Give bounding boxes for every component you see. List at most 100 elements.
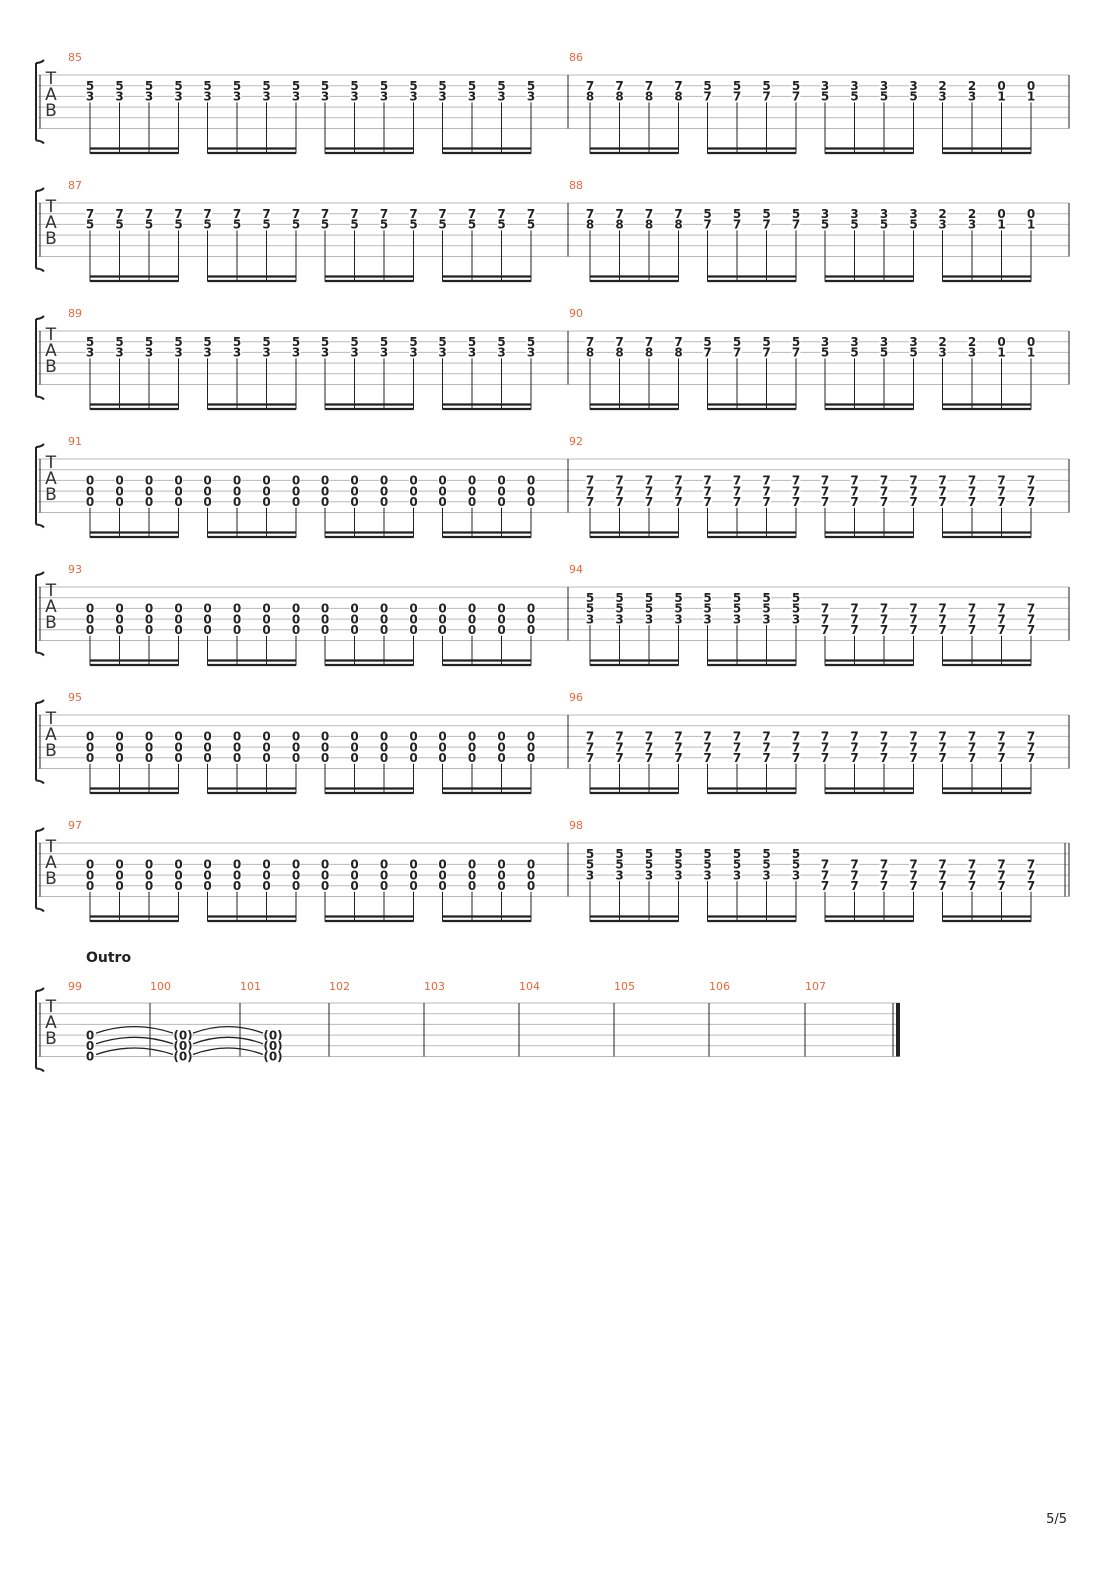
fret-knockout	[879, 335, 889, 347]
measure-number: 95	[68, 691, 82, 704]
fret-knockout	[938, 741, 947, 753]
fret-knockout	[791, 79, 801, 91]
fret-knockout	[938, 90, 947, 102]
fret-knockout	[762, 207, 771, 219]
fret-number: 5	[733, 79, 741, 93]
fret-knockout	[85, 752, 95, 763]
fret-number: 0	[86, 1050, 94, 1064]
fret-number: 7	[615, 730, 623, 744]
fret-number: 0	[115, 740, 123, 754]
fret-knockout	[1026, 880, 1036, 891]
fret-knockout	[644, 752, 654, 763]
fret-knockout	[115, 346, 124, 358]
fret-number: 0	[1027, 79, 1035, 93]
fret-number: 0	[527, 484, 535, 498]
fret-number: 3	[468, 90, 476, 104]
fret-knockout	[732, 613, 742, 625]
fret-knockout	[674, 346, 683, 358]
tab-clef-t: T	[45, 837, 57, 857]
fret-number: 5	[409, 218, 417, 232]
fret-knockout	[820, 613, 830, 625]
fret-number: 7	[674, 207, 682, 221]
fret-knockout	[291, 624, 301, 635]
fret-number: 7	[586, 730, 594, 744]
fret-number: 1	[997, 346, 1005, 360]
fret-number: 5	[733, 207, 741, 221]
fret-number: 2	[938, 207, 946, 221]
fret-knockout	[438, 858, 447, 870]
fret-number: 7	[733, 751, 741, 765]
fret-knockout	[174, 730, 183, 742]
fret-number: 0	[438, 730, 446, 744]
fret-number: 0	[380, 740, 388, 754]
fret-knockout	[997, 207, 1006, 219]
fret-knockout	[497, 624, 506, 635]
fret-knockout	[526, 869, 536, 881]
fret-number: 0	[115, 858, 123, 872]
fret-knockout	[497, 613, 506, 625]
fret-knockout	[497, 346, 506, 358]
tied-fret-number: (0)	[173, 1028, 192, 1042]
fret-knockout	[997, 218, 1006, 230]
fret-knockout	[438, 218, 447, 230]
fret-number: 5	[645, 591, 653, 605]
fret-knockout	[85, 1040, 95, 1051]
fret-knockout	[703, 613, 712, 625]
fret-knockout	[497, 880, 506, 891]
fret-number: 3	[586, 612, 594, 626]
measure-number: 89	[68, 307, 82, 320]
fret-knockout	[997, 335, 1006, 347]
fret-knockout	[967, 90, 977, 102]
fret-number: 0	[86, 495, 94, 509]
fret-knockout	[526, 218, 536, 230]
fret-number: 5	[350, 218, 358, 232]
fret-knockout	[203, 880, 212, 891]
fret-number: 7	[703, 90, 711, 104]
fret-number: 0	[468, 751, 476, 765]
fret-knockout	[997, 858, 1006, 870]
fret-knockout	[791, 752, 801, 763]
fret-number: 7	[762, 474, 770, 488]
fret-knockout	[409, 602, 418, 614]
fret-knockout	[379, 485, 389, 497]
fret-number: 7	[909, 484, 917, 498]
fret-number: 7	[762, 495, 770, 509]
fret-number: 7	[1027, 623, 1035, 637]
fret-number: 7	[938, 740, 946, 754]
fret-number: 0	[233, 868, 241, 882]
fret-number: 0	[380, 474, 388, 488]
fret-number: 5	[792, 602, 800, 616]
fret-knockout	[732, 869, 742, 881]
fret-number: 7	[850, 612, 858, 626]
fret-knockout	[438, 207, 447, 219]
fret-knockout	[938, 485, 947, 497]
tied-fret-number: (0)	[173, 1050, 192, 1064]
fret-number: 7	[1027, 474, 1035, 488]
fret-number: 7	[145, 207, 153, 221]
fret-number: 5	[586, 591, 594, 605]
fret-knockout	[820, 741, 830, 753]
fret-knockout	[820, 602, 830, 614]
fret-knockout	[262, 485, 271, 497]
fret-knockout	[438, 474, 447, 486]
fret-knockout	[644, 218, 654, 230]
fret-number: 0	[468, 730, 476, 744]
fret-knockout	[879, 207, 889, 219]
fret-knockout	[732, 485, 742, 497]
fret-number: 0	[115, 751, 123, 765]
fret-knockout	[909, 730, 918, 742]
fret-number: 5	[438, 79, 446, 93]
fret-number: 0	[350, 484, 358, 498]
fret-knockout	[938, 346, 947, 358]
fret-number: 0	[527, 612, 535, 626]
fret-number: 0	[468, 612, 476, 626]
fret-number: 5	[321, 79, 329, 93]
fret-number: 7	[586, 207, 594, 221]
fret-number: 5	[762, 79, 770, 93]
fret-number: 7	[674, 484, 682, 498]
fret-number: 5	[821, 346, 829, 360]
fret-number: 0	[497, 623, 505, 637]
fret-number: 7	[527, 207, 535, 221]
fret-number: 7	[615, 335, 623, 349]
fret-number: 5	[703, 335, 711, 349]
